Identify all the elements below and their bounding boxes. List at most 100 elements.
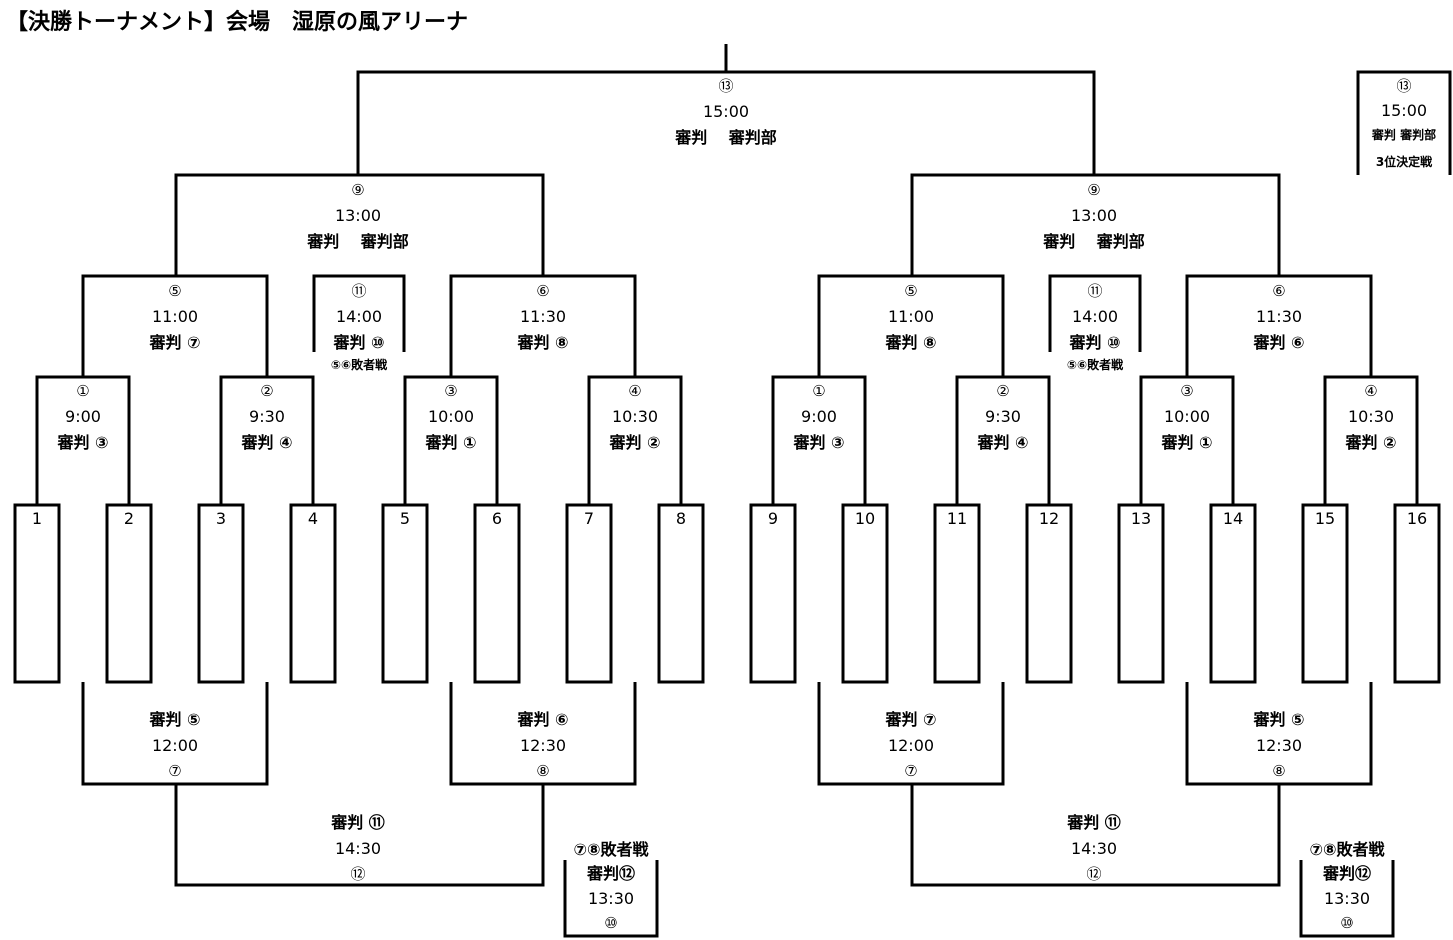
left-r2-bracket [449,274,637,377]
team-number: 5 [400,509,410,528]
left-consolation56-bracket [312,274,406,352]
left-consolation78-number: ⑩ [604,914,617,932]
team-number: 8 [676,509,686,528]
right-r1-match-time: 9:30 [985,407,1021,426]
right-r2-match-time: 11:30 [1256,307,1302,326]
team-box [933,503,981,684]
left-lower-r1-match-referee: 審判 ⑥ [516,710,568,729]
third-place-time: 15:00 [1381,101,1427,120]
team-box [565,503,613,684]
left-lower-r1-match-number: ⑧ [536,762,549,780]
team-box [841,503,889,684]
left-r1-bracket [587,375,683,505]
right-consolation56-label: ⑤⑥敗者戦 [1067,357,1124,372]
right-consolation78-label: ⑦⑧敗者戦 [1309,840,1385,859]
left-consolation78-referee: 審判⑫ [586,864,635,883]
left-r1-match-time: 9:30 [249,407,285,426]
left-r2-match-referee: 審判 ⑧ [516,333,568,352]
right-semifinal-referee: 審判 審判部 [1042,232,1145,251]
left-consolation56-label: ⑤⑥敗者戦 [331,357,388,372]
left-r1-match-number: ③ [444,382,457,400]
right-lower-final-time: 14:30 [1071,839,1117,858]
left-consolation56-number: ⑪ [351,282,366,300]
left-semifinal-bracket [174,173,545,276]
final-bracket [356,70,1096,175]
right-r2-match-number: ⑥ [1272,282,1285,300]
left-r1-match-number: ② [260,382,273,400]
left-consolation78-bracket [563,860,659,938]
third-place-label: 3位決定戦 [1376,154,1433,169]
team-number: 9 [768,509,778,528]
left-consolation56-referee: 審判 ⑩ [332,333,384,352]
right-r1-match-time: 9:00 [801,407,837,426]
left-r2-match-time: 11:00 [152,307,198,326]
left-r1-match-referee: 審判 ② [608,433,660,452]
left-lower-final-number: ⑫ [350,865,365,883]
right-lower-r1-match-referee: 審判 ⑦ [884,710,936,729]
left-semifinal-referee: 審判 審判部 [306,232,409,251]
team-box [1393,503,1441,684]
team-number: 7 [584,509,594,528]
team-box [13,503,61,684]
left-lower-final-time: 14:30 [335,839,381,858]
third-place-referee: 審判 審判部 [1371,127,1436,142]
left-r1-match-number: ④ [628,382,641,400]
left-semifinal-number: ⑨ [351,181,364,199]
team-box [381,503,429,684]
left-lower-final-referee: 審判 ⑪ [330,813,385,832]
team-number: 11 [947,509,967,528]
left-consolation78-label: ⑦⑧敗者戦 [573,840,649,859]
left-r2-match-number: ⑥ [536,282,549,300]
team-box [473,503,521,684]
right-r2-match-number: ⑤ [904,282,917,300]
final-match-referee: 審判 審判部 [674,128,777,147]
team-number: 2 [124,509,134,528]
right-lower-r1-match-time: 12:00 [888,736,934,755]
right-consolation78-time: 13:30 [1324,889,1370,908]
right-r1-match-referee: 審判 ③ [792,433,844,452]
right-r1-match-number: ② [996,382,1009,400]
left-r1-match-referee: 審判 ① [424,433,476,452]
right-consolation78-bracket [1299,860,1395,938]
team-number: 1 [32,509,42,528]
left-r1-bracket [35,375,131,505]
left-r1-bracket [403,375,499,505]
left-lower-r1-match-time: 12:30 [520,736,566,755]
right-lower-final-referee: 審判 ⑪ [1066,813,1121,832]
right-r1-bracket [771,375,867,505]
left-r1-bracket [219,375,315,505]
right-consolation56-time: 14:00 [1072,307,1118,326]
third-place-bracket [1356,70,1452,175]
team-box [1209,503,1257,684]
team-number: 10 [855,509,875,528]
left-r1-match-referee: 審判 ③ [56,433,108,452]
team-number: 13 [1131,509,1151,528]
right-consolation78-number: ⑩ [1340,914,1353,932]
team-number: 15 [1315,509,1335,528]
right-r1-bracket [955,375,1051,505]
final-match-time: 15:00 [703,102,749,121]
left-r1-match-number: ① [76,382,89,400]
team-number: 3 [216,509,226,528]
left-r1-match-referee: 審判 ④ [240,433,292,452]
right-r1-match-number: ① [812,382,825,400]
left-r2-match-time: 11:30 [520,307,566,326]
right-lower-r1-match-number: ⑦ [904,762,917,780]
right-consolation78-referee: 審判⑫ [1322,864,1371,883]
right-r2-bracket [817,274,1005,377]
left-consolation78-time: 13:30 [588,889,634,908]
left-r2-bracket [81,274,269,377]
right-lower-r1-match-number: ⑧ [1272,762,1285,780]
third-place-number: ⑬ [1396,77,1411,95]
right-r1-match-number: ④ [1364,382,1377,400]
left-semifinal-time: 13:00 [335,206,381,225]
right-r2-bracket [1185,274,1373,377]
team-box [1301,503,1349,684]
right-r1-match-time: 10:30 [1348,407,1394,426]
right-r2-match-time: 11:00 [888,307,934,326]
right-r1-match-referee: 審判 ① [1160,433,1212,452]
left-lower-r1-match-number: ⑦ [168,762,181,780]
right-r1-bracket [1139,375,1235,505]
right-consolation56-referee: 審判 ⑩ [1068,333,1120,352]
page-title: 【決勝トーナメント】会場 湿原の風アリーナ [6,10,469,35]
